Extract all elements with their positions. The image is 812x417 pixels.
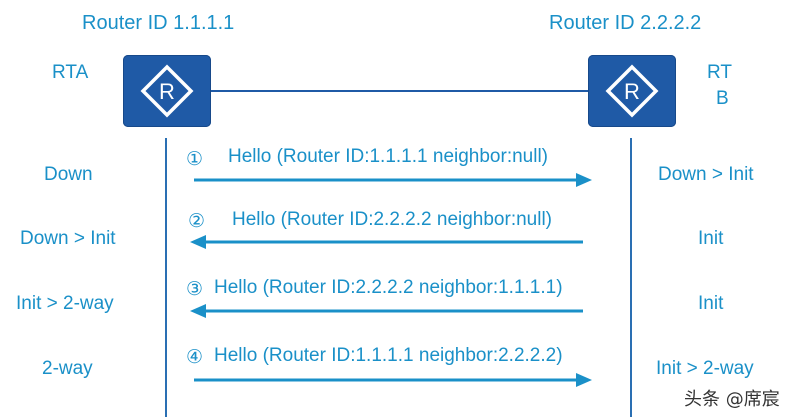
rta-router-id: Router ID 1.1.1.1 <box>82 12 235 34</box>
rta-state-2: Down > Init <box>20 228 116 249</box>
message-number-2: ② <box>188 211 206 232</box>
rtb-state-4: Init > 2-way <box>656 358 754 379</box>
rta-state-3: Init > 2-way <box>16 293 114 314</box>
rta-name: RTA <box>52 62 89 83</box>
message-text-1: Hello (Router ID:1.1.1.1 neighbor:null) <box>228 146 549 167</box>
rta-state-1: Down <box>44 164 93 185</box>
rta-timeline <box>165 138 167 417</box>
rtb-name-line2: B <box>716 88 729 109</box>
rta-state-4: 2-way <box>42 358 93 379</box>
rtb-name-line1: RT <box>707 62 732 83</box>
message-text-2: Hello (Router ID:2.2.2.2 neighbor:null) <box>232 209 553 230</box>
arrow-1-right <box>194 173 592 187</box>
rtb-state-3: Init <box>698 293 724 314</box>
message-text-3: Hello (Router ID:2.2.2.2 neighbor:1.1.1.… <box>214 277 563 298</box>
router-link <box>210 90 590 92</box>
rtb-state-1: Down > Init <box>658 164 754 185</box>
rtb-router-id: Router ID 2.2.2.2 <box>549 12 702 34</box>
message-number-1: ① <box>186 149 204 170</box>
rtb-router-icon: R <box>588 55 676 127</box>
arrow-3-left <box>190 304 583 318</box>
watermark: 头条 @席宸 <box>684 389 780 410</box>
message-text-4: Hello (Router ID:1.1.1.1 neighbor:2.2.2.… <box>214 345 563 366</box>
rta-router-symbol: R <box>159 79 175 104</box>
arrow-4-right <box>194 373 592 387</box>
message-number-4: ④ <box>186 347 204 368</box>
message-number-3: ③ <box>186 279 204 300</box>
rtb-router-symbol: R <box>624 79 640 104</box>
rtb-timeline <box>630 138 632 417</box>
rta-router-icon: R <box>123 55 211 127</box>
rtb-state-2: Init <box>698 228 724 249</box>
arrow-2-left <box>190 235 583 249</box>
